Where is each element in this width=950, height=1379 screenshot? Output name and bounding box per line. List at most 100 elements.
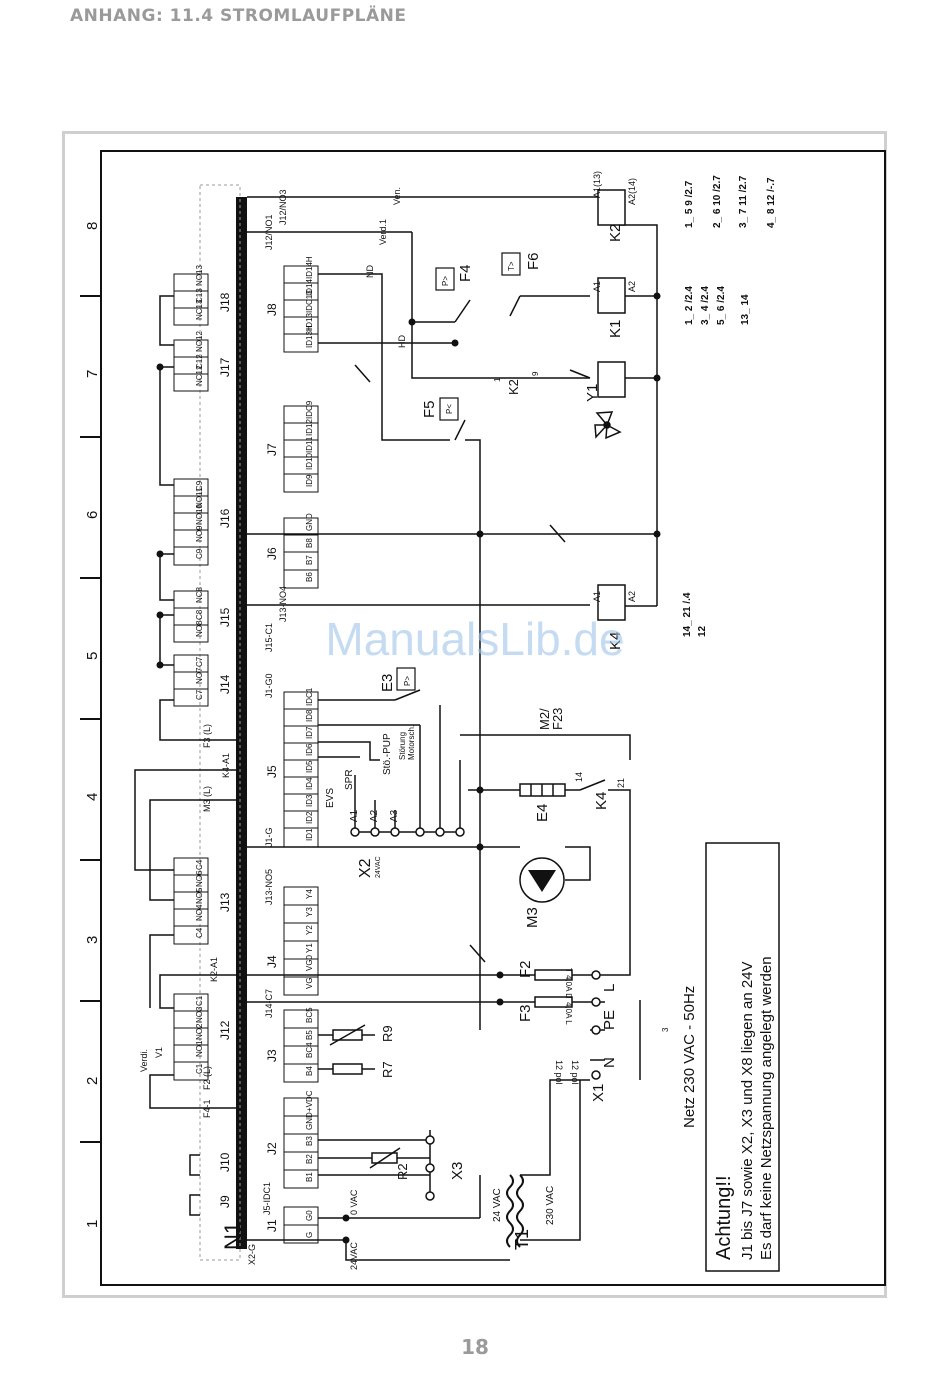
svg-text:A2: A2: [627, 591, 637, 602]
svg-text:M2/: M2/: [537, 708, 552, 730]
svg-text:J1: J1: [265, 1219, 279, 1232]
svg-text:K4-A1: K4-A1: [221, 753, 231, 778]
svg-text:NC13: NC13: [195, 299, 204, 320]
controller-label: N1: [220, 1222, 245, 1250]
svg-text:SPR: SPR: [344, 769, 355, 790]
svg-text:GND: GND: [305, 1112, 314, 1130]
svg-text:J2: J2: [265, 1142, 279, 1155]
heater-e4: [519, 783, 566, 797]
svg-text:3_ 4 /2.4: 3_ 4 /2.4: [700, 286, 711, 325]
svg-text:24VAC: 24VAC: [375, 856, 382, 878]
svg-text:X2: X2: [357, 858, 374, 878]
svg-text:A1(13): A1(13): [592, 171, 602, 198]
svg-text:NO3: NO3: [195, 1006, 204, 1023]
svg-text:J12: J12: [218, 1020, 232, 1040]
svg-text:J12/NO3: J12/NO3: [278, 189, 288, 225]
grid-number: 4: [84, 793, 101, 801]
svg-text:230 VAC: 230 VAC: [545, 1186, 556, 1225]
grid-number: 1: [84, 1220, 101, 1228]
svg-text:J1-G0: J1-G0: [264, 673, 274, 698]
svg-text:B2: B2: [305, 1154, 314, 1164]
svg-text:J13-NO5: J13-NO5: [264, 869, 274, 905]
grid-number: 7: [84, 370, 101, 378]
svg-text:ND: ND: [365, 265, 375, 278]
svg-text:3_ 7 11 /2.7: 3_ 7 11 /2.7: [738, 175, 749, 228]
svg-text:Es darf keine Netzspannung ang: Es darf keine Netzspannung angelegt werd…: [758, 956, 775, 1260]
watermark: ManualsLib.de: [325, 613, 624, 665]
jumpers-j9-j10: [189, 1154, 200, 1216]
svg-text:Störung: Störung: [398, 732, 407, 760]
svg-text:BC4: BC4: [305, 1042, 314, 1058]
svg-text:B1: B1: [305, 1172, 314, 1182]
svg-text:NO11: NO11: [195, 487, 204, 508]
svg-text:C7: C7: [195, 689, 204, 700]
svg-text:Verdi.: Verdi.: [139, 1049, 149, 1072]
svg-text:B3: B3: [305, 1136, 314, 1146]
svg-text:J15: J15: [218, 607, 232, 627]
svg-text:12 pol: 12 pol: [554, 1060, 564, 1085]
svg-text:K2-A1: K2-A1: [209, 957, 219, 982]
svg-text:J3: J3: [265, 1049, 279, 1062]
svg-text:ID5: ID5: [305, 760, 314, 773]
svg-text:J5: J5: [265, 765, 279, 778]
grid-number: 6: [84, 511, 101, 519]
svg-text:A1: A1: [592, 591, 602, 602]
svg-text:F2 (L): F2 (L): [202, 1066, 212, 1090]
svg-text:J14: J14: [218, 674, 232, 694]
svg-text:J13: J13: [218, 892, 232, 912]
svg-text:5_ 6 /2.4: 5_ 6 /2.4: [716, 286, 727, 325]
svg-text:Y3: Y3: [305, 907, 314, 917]
svg-text:PE: PE: [601, 1010, 618, 1030]
grid-number: 5: [84, 652, 101, 660]
svg-text:J5-IDC1: J5-IDC1: [262, 1182, 272, 1215]
svg-text:ID2: ID2: [305, 811, 314, 824]
svg-text:ID11: ID11: [305, 436, 314, 453]
svg-text:F3 (L): F3 (L): [202, 724, 212, 748]
svg-text:P>: P>: [403, 676, 412, 686]
svg-text:P<: P<: [445, 404, 454, 414]
svg-text:1: 1: [493, 377, 502, 382]
svg-text:24 VAC: 24 VAC: [492, 1188, 503, 1222]
svg-text:ID1: ID1: [305, 828, 314, 841]
svg-text:+VDC: +VDC: [305, 1090, 314, 1112]
svg-text:J17: J17: [218, 357, 232, 377]
svg-text:J6: J6: [265, 547, 279, 560]
svg-text:K1: K1: [607, 320, 624, 338]
right-pin-labels: G G0 B1 B2 B3 GND +VDC B4 BC4 B5 BC5 VG …: [305, 256, 314, 1238]
svg-text:Y1: Y1: [584, 384, 601, 402]
svg-text:J4: J4: [265, 955, 279, 968]
controller-outline: [199, 184, 241, 1261]
svg-text:NC12: NC12: [195, 365, 204, 386]
left-pin-labels: C1 NO1 NO2 NO3 C1 C4 NO4 NO5 NO6 C4 C7 N…: [195, 265, 204, 1074]
svg-text:12 pol: 12 pol: [570, 1060, 580, 1085]
svg-text:GND: GND: [305, 513, 314, 531]
svg-text:F2: F2: [517, 960, 534, 978]
svg-text:X2-G: X2-G: [247, 1244, 257, 1265]
bus-labels: X2-G J5-IDC1 F4-1 F2 (L) Verdi. V1 K2-A1…: [139, 187, 402, 1270]
svg-text:B6: B6: [305, 572, 314, 582]
svg-text:ID10: ID10: [305, 453, 314, 470]
svg-text:NO1: NO1: [195, 1040, 204, 1057]
svg-text:ID4: ID4: [305, 777, 314, 790]
svg-text:ID3: ID3: [305, 794, 314, 807]
left-connectors: [173, 273, 209, 1081]
svg-text:NO6: NO6: [195, 870, 204, 887]
svg-text:C7: C7: [195, 656, 204, 667]
svg-text:J10: J10: [218, 1152, 232, 1172]
svg-text:ID13H: ID13H: [305, 325, 314, 348]
switch-boxes: [396, 252, 521, 691]
svg-text:NO12: NO12: [195, 331, 204, 352]
svg-text:NC8: NC8: [195, 586, 204, 603]
svg-text:C9: C9: [195, 480, 204, 491]
svg-text:C1: C1: [195, 1063, 204, 1074]
svg-text:L: L: [601, 984, 618, 992]
svg-text:C9: C9: [195, 548, 204, 559]
svg-text:F3: F3: [517, 1004, 534, 1022]
controller-bus: [236, 197, 247, 1249]
svg-text:T 4,0A L: T 4,0A L: [564, 995, 573, 1025]
svg-text:BC5: BC5: [305, 1007, 314, 1023]
svg-text:ID14H: ID14H: [305, 256, 314, 279]
svg-text:2_ 6 10 /2.7: 2_ 6 10 /2.7: [712, 175, 723, 228]
grid-number: 2: [84, 1077, 101, 1085]
svg-text:4_ 8 12 /-.7: 4_ 8 12 /-.7: [766, 177, 777, 228]
